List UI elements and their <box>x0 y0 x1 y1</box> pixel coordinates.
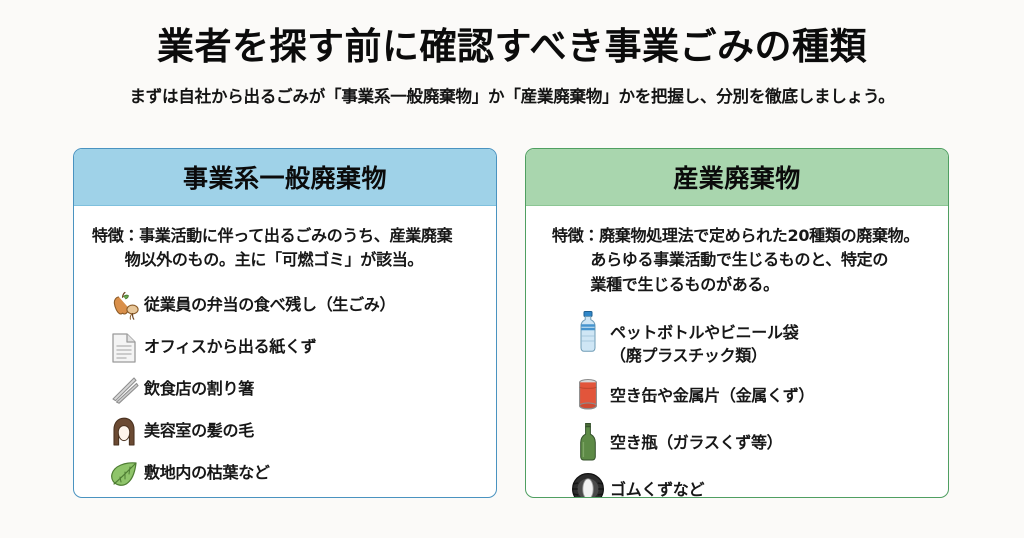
card-title-industrial-waste: 産業廃棄物 <box>526 149 948 206</box>
list-item-label: 空き缶や金属片（金属くず） <box>610 386 815 406</box>
list-item: ペットボトルやビニール袋 （廃プラスチック類） <box>566 310 930 367</box>
list-item-label: 敷地内の枯葉など <box>144 462 270 482</box>
paper-document-icon <box>104 331 144 365</box>
list-item: 空き瓶（ガラスくず等） <box>566 423 930 461</box>
feature-description-left: 特徴：事業活動に伴って出るごみのうち、産業廃棄 物以外のもの。主に「可燃ゴミ」が… <box>92 224 478 273</box>
waste-type-cards: 事業系一般廃棄物 特徴：事業活動に伴って出るごみのうち、産業廃棄 物以外のもの。… <box>73 148 951 498</box>
leaf-icon <box>104 457 144 491</box>
list-item-label: ゴムくずなど <box>610 480 705 498</box>
card-title-business-general-waste: 事業系一般廃棄物 <box>74 149 496 206</box>
list-item-label: 飲食店の割り箸 <box>144 378 254 398</box>
list-item-label: ペットボトルやビニール袋 （廃プラスチック類） <box>610 322 799 366</box>
list-item: ゴムくずなど <box>566 470 930 498</box>
plastic-bottle-icon <box>566 310 610 352</box>
feature-description-right-rest: あらゆる事業活動で生じるものと、特定の 業種で生じるものがある。 <box>590 250 889 294</box>
list-item-label: オフィスから出る紙くず <box>144 336 317 356</box>
item-list-right: ペットボトルやビニール袋 （廃プラスチック類） 空き缶や金属片（金属くず） <box>544 310 930 498</box>
apple-core-icon <box>104 289 144 323</box>
tire-icon <box>566 470 610 497</box>
glass-bottle-icon <box>566 423 610 461</box>
card-body-industrial-waste: 特徴：廃棄物処理法で定められた20種類の廃棄物。 あらゆる事業活動で生じるものと… <box>526 206 948 498</box>
list-item: 美容室の髪の毛 <box>104 415 478 449</box>
page-header: 業者を探す前に確認すべき事業ごみの種類 まずは自社から出るごみが「事業系一般廃棄… <box>0 25 1024 107</box>
feature-description-right-line1: 特徴：廃棄物処理法で定められた20種類の廃棄物。 <box>552 226 920 245</box>
list-item: 飲食店の割り箸 <box>104 373 478 407</box>
list-item-label: 従業員の弁当の食べ残し（生ごみ） <box>144 294 396 314</box>
list-item-label: 美容室の髪の毛 <box>144 420 254 440</box>
woman-hair-icon <box>104 415 144 449</box>
feature-description-right: 特徴：廃棄物処理法で定められた20種類の廃棄物。 あらゆる事業活動で生じるものと… <box>544 224 930 297</box>
chopsticks-icon <box>104 373 144 407</box>
item-list-left: 従業員の弁当の食べ残し（生ごみ） <box>92 289 478 491</box>
list-item: オフィスから出る紙くず <box>104 331 478 365</box>
list-item-label: 空き瓶（ガラスくず等） <box>610 433 783 453</box>
list-item: 空き缶や金属片（金属くず） <box>566 376 930 414</box>
list-item: 敷地内の枯葉など <box>104 457 478 491</box>
card-business-general-waste: 事業系一般廃棄物 特徴：事業活動に伴って出るごみのうち、産業廃棄 物以外のもの。… <box>73 148 497 498</box>
aluminum-can-icon <box>566 376 610 414</box>
card-industrial-waste: 産業廃棄物 特徴：廃棄物処理法で定められた20種類の廃棄物。 あらゆる事業活動で… <box>525 148 949 498</box>
page-subtitle: まずは自社から出るごみが「事業系一般廃棄物」か「産業廃棄物」かを把握し、分別を徹… <box>129 86 895 106</box>
feature-description-left-line1: 特徴：事業活動に伴って出るごみのうち、産業廃棄 <box>92 226 453 245</box>
page-title: 業者を探す前に確認すべき事業ごみの種類 <box>157 25 867 68</box>
list-item: 従業員の弁当の食べ残し（生ごみ） <box>104 289 478 323</box>
feature-description-left-line2: 物以外のもの。主に「可燃ゴミ」が該当。 <box>124 250 424 270</box>
card-body-business-general-waste: 特徴：事業活動に伴って出るごみのうち、産業廃棄 物以外のもの。主に「可燃ゴミ」が… <box>74 206 496 491</box>
